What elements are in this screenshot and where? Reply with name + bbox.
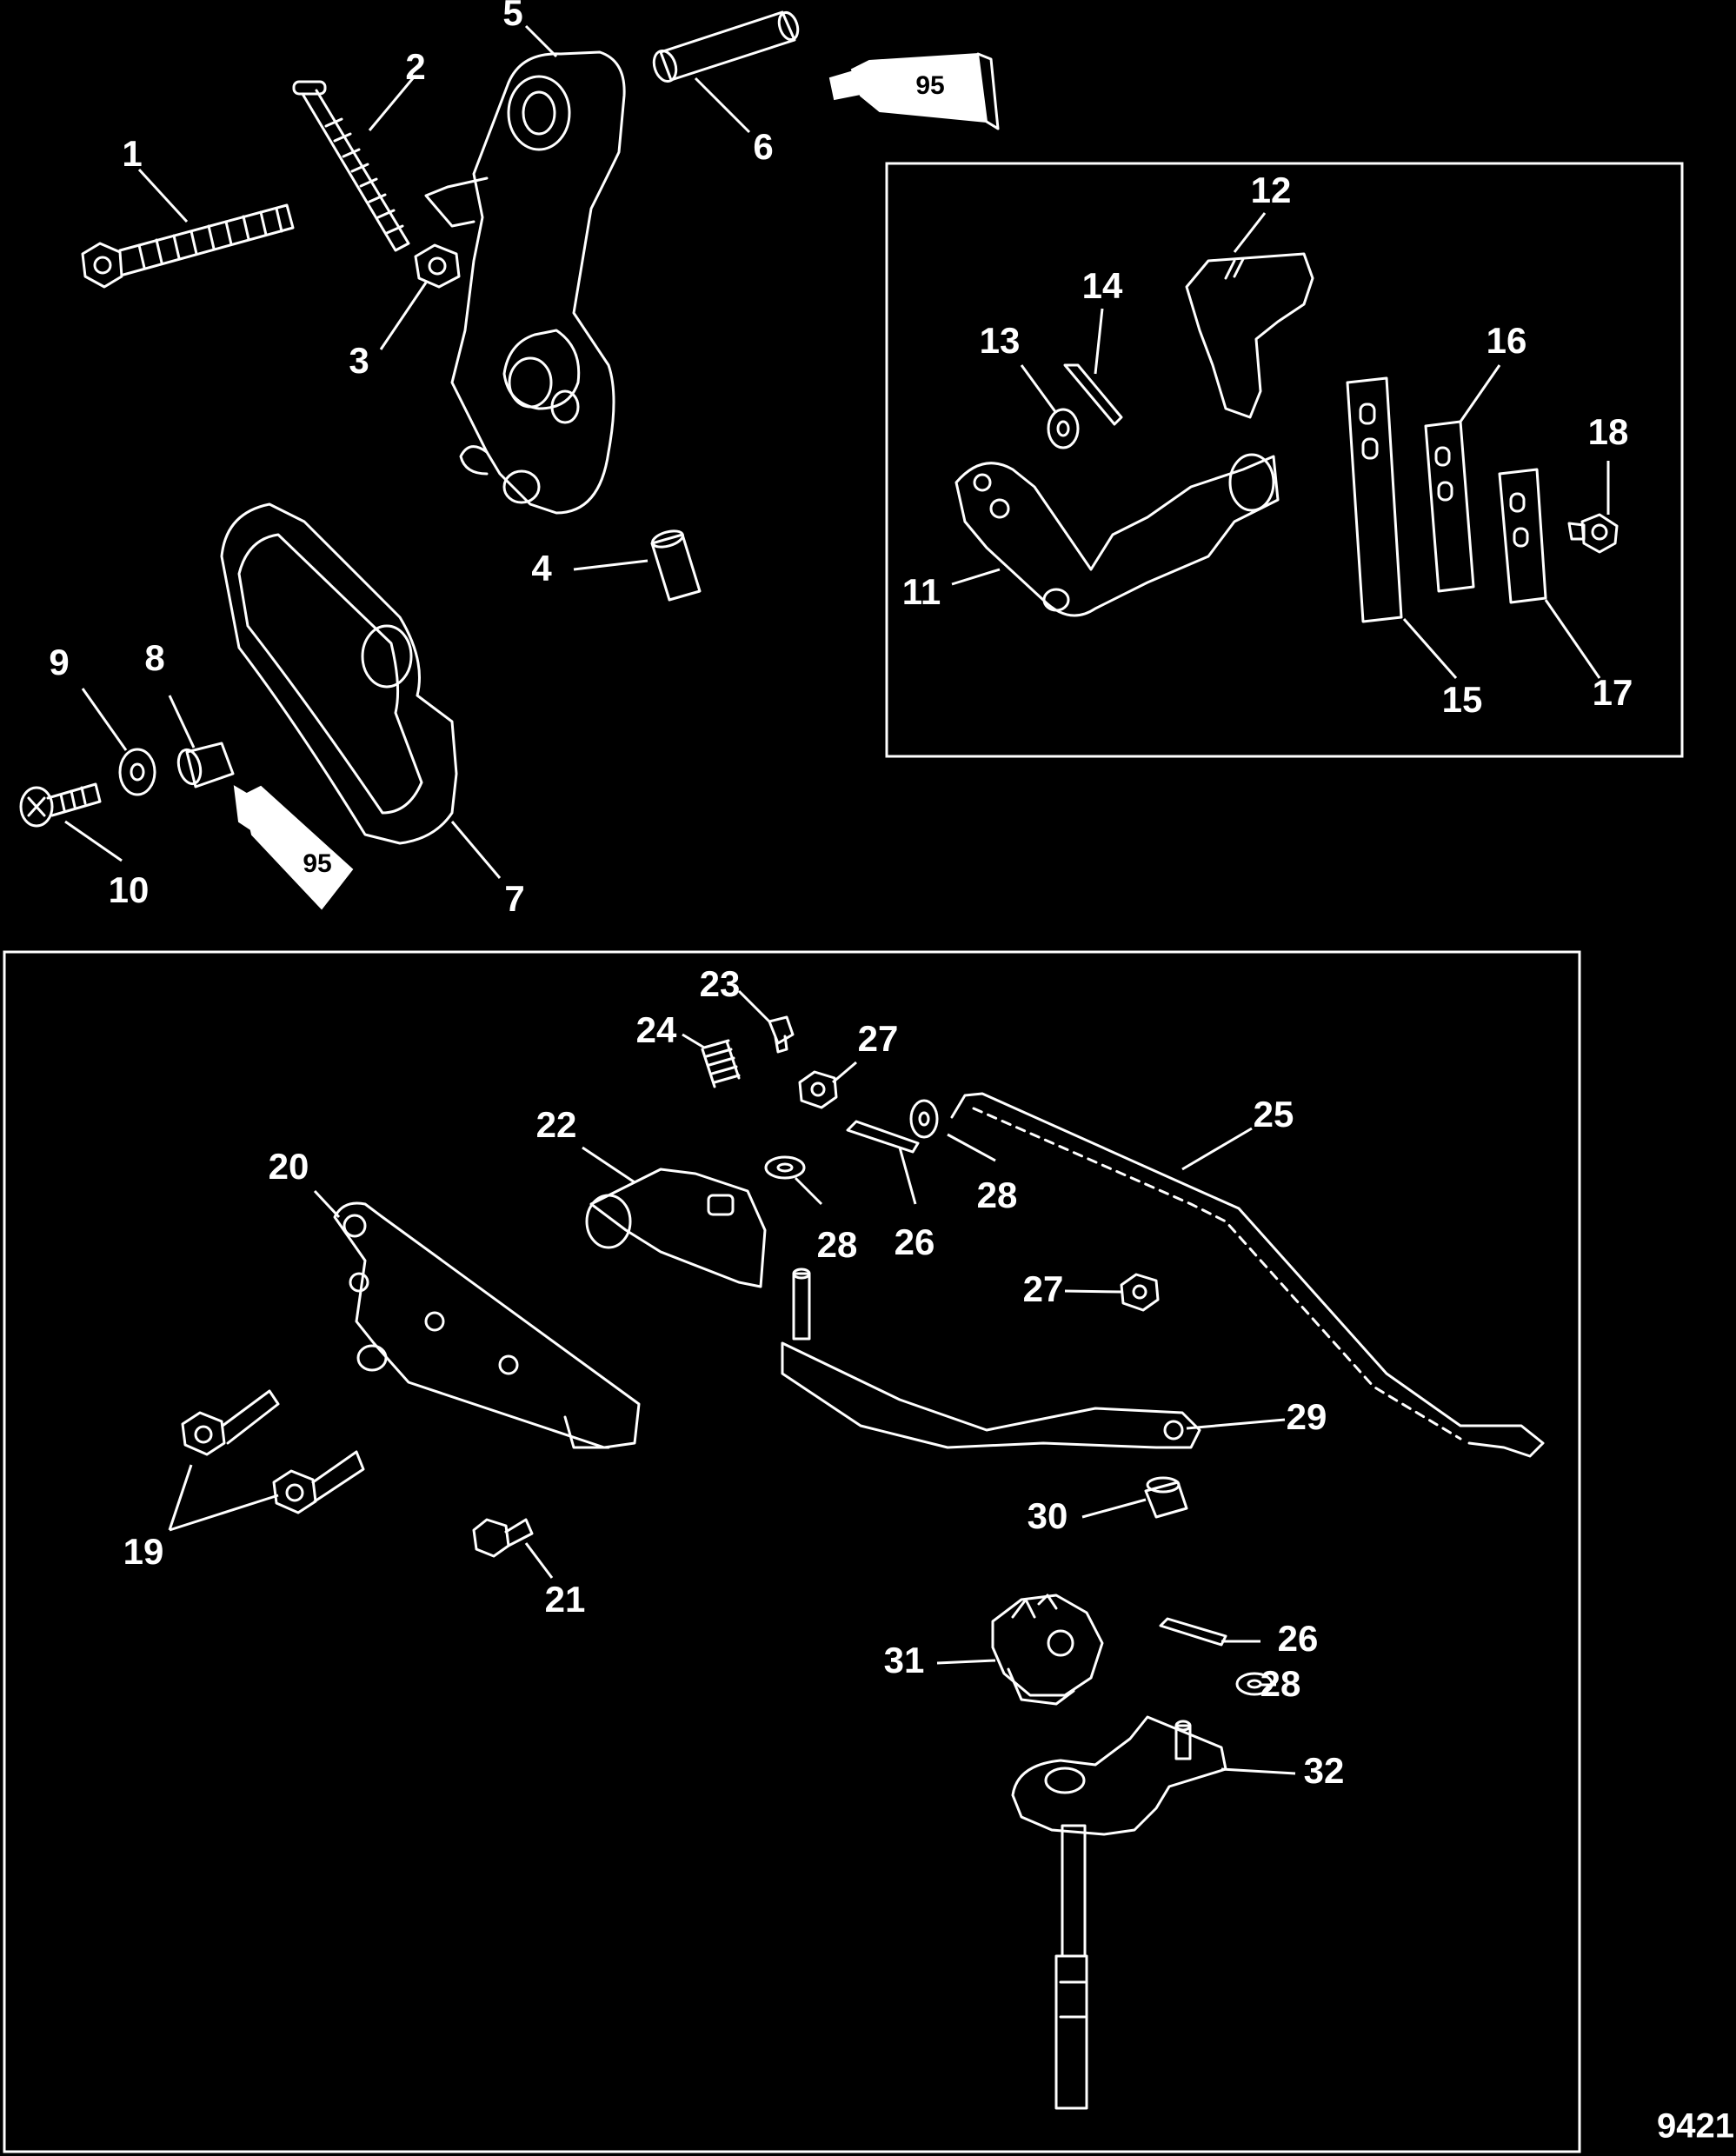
part-15-shim-plate xyxy=(1346,376,1403,623)
part-25-shift-link-rod xyxy=(950,1092,1545,1458)
callout-labels: 1 2 3 4 5 6 7 8 9 10 11 12 13 14 15 16 1… xyxy=(49,0,1633,1791)
callout-6: 6 xyxy=(753,126,773,167)
part-9-washer xyxy=(118,748,156,796)
part-27-nut-lower xyxy=(1120,1273,1160,1312)
part-11-shift-lever-assembly xyxy=(954,453,1280,617)
callout-12: 12 xyxy=(1251,170,1292,210)
callout-20: 20 xyxy=(269,1146,309,1187)
callout-14: 14 xyxy=(1082,265,1123,306)
callout-3: 3 xyxy=(349,340,369,381)
part-16-shim-plate xyxy=(1424,420,1475,593)
callout-1: 1 xyxy=(122,133,142,174)
part-32-shift-shaft-assembly xyxy=(1011,1715,1227,2110)
part-8-spacer xyxy=(176,742,235,789)
callout-28b: 28 xyxy=(977,1174,1018,1215)
part-21-screw xyxy=(472,1518,534,1558)
callout-9: 9 xyxy=(49,642,69,682)
lubricant-tube-lower-label: 95 xyxy=(303,849,331,878)
part-5-shift-bracket xyxy=(424,50,626,515)
callout-32: 32 xyxy=(1304,1750,1345,1791)
part-2-threaded-rod xyxy=(292,80,410,252)
part-22-slide-block xyxy=(585,1168,767,1288)
part-27-nut-upper xyxy=(798,1070,838,1109)
callout-5: 5 xyxy=(502,0,522,33)
callout-27b: 27 xyxy=(1023,1268,1064,1309)
callout-18: 18 xyxy=(1588,411,1629,452)
callout-17: 17 xyxy=(1593,672,1633,713)
callout-10: 10 xyxy=(109,869,150,910)
callout-30: 30 xyxy=(1028,1495,1068,1536)
lubricant-tube-upper-label: 95 xyxy=(915,71,944,100)
part-23-screw xyxy=(768,1015,795,1054)
callout-19: 19 xyxy=(123,1531,164,1572)
part-7-cover-plate xyxy=(220,502,458,845)
inset-frame-upper-right xyxy=(885,162,1684,758)
part-4-sleeve xyxy=(650,529,702,602)
part-24-spring xyxy=(701,1039,741,1088)
callout-7: 7 xyxy=(504,878,524,919)
lubricant-tube-upper: 95 xyxy=(828,52,1000,130)
part-1-long-bolt xyxy=(81,203,295,289)
part-19-bolts xyxy=(181,1389,365,1514)
callout-16: 16 xyxy=(1487,320,1527,361)
part-30-bushing xyxy=(1144,1476,1188,1519)
part-6-pin xyxy=(652,10,800,83)
callout-25: 25 xyxy=(1254,1094,1294,1135)
callout-2: 2 xyxy=(405,46,425,87)
callout-23: 23 xyxy=(700,963,741,1004)
callout-21: 21 xyxy=(545,1579,586,1620)
callout-13: 13 xyxy=(980,320,1021,361)
callout-4: 4 xyxy=(531,548,552,589)
part-17-shim-plate xyxy=(1498,468,1547,604)
part-26-cotter-pin-lower xyxy=(1159,1617,1227,1647)
callout-29: 29 xyxy=(1287,1396,1327,1437)
callout-22: 22 xyxy=(536,1104,577,1145)
callout-28: 28 xyxy=(817,1224,858,1265)
callout-26b: 26 xyxy=(1278,1618,1319,1659)
part-28-washer-2 xyxy=(909,1099,939,1139)
callout-31: 31 xyxy=(884,1640,925,1680)
callout-11: 11 xyxy=(902,571,941,612)
callout-15: 15 xyxy=(1442,679,1483,720)
leader-lines xyxy=(64,24,1610,1775)
callout-24: 24 xyxy=(636,1009,677,1050)
part-13-washer xyxy=(1047,408,1080,449)
part-31-detent-cam xyxy=(991,1594,1104,1706)
inset-frame-lower xyxy=(3,950,1581,2153)
callout-26: 26 xyxy=(895,1221,935,1262)
callout-28c: 28 xyxy=(1260,1663,1301,1704)
figure-id: 9421 xyxy=(1657,2107,1734,2146)
part-12-detent-lever xyxy=(1185,252,1314,419)
lubricant-tube-lower: 95 xyxy=(233,785,354,910)
part-20-mounting-bracket xyxy=(333,1201,641,1449)
callout-8: 8 xyxy=(144,637,164,678)
part-28-washer-1 xyxy=(764,1155,806,1180)
part-26-cotter-pin-upper xyxy=(846,1120,920,1154)
part-14-cotter-pin xyxy=(1063,363,1123,426)
part-18-bolt xyxy=(1567,513,1619,554)
callout-27: 27 xyxy=(858,1018,899,1059)
part-3-bushing xyxy=(414,243,461,289)
part-10-screw xyxy=(19,782,102,828)
part-29-shift-arm xyxy=(781,1268,1201,1449)
